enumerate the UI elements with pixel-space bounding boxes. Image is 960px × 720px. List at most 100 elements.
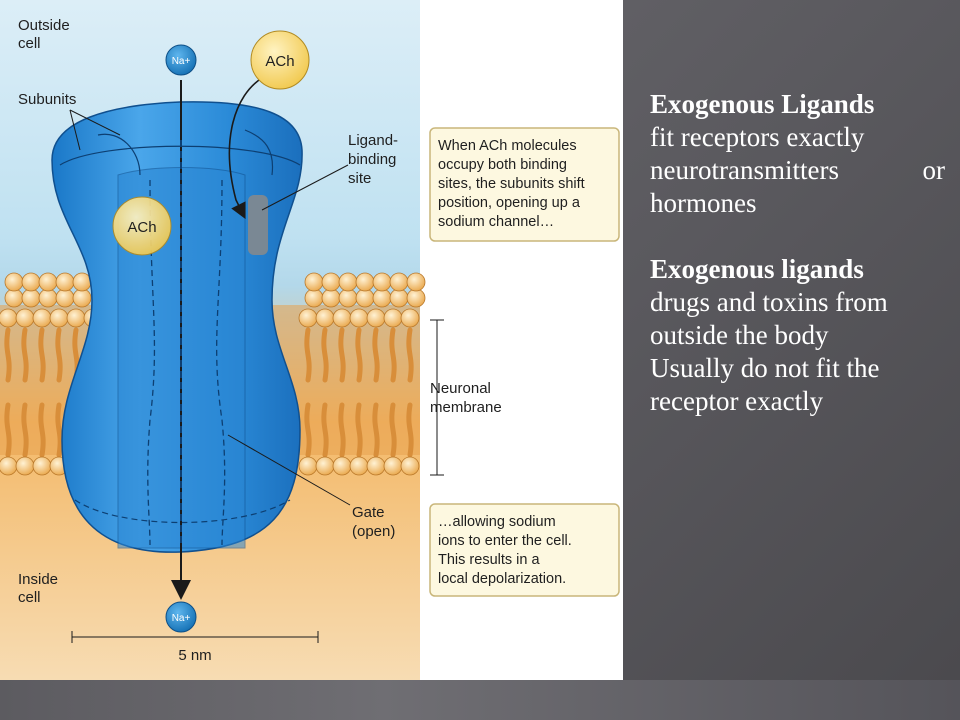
- lipid-tail: [4, 402, 12, 458]
- lipid-head: [366, 456, 386, 476]
- lipid-head: [49, 308, 69, 328]
- lipid-head: [315, 308, 335, 328]
- lipid-head: [355, 272, 375, 292]
- lipid-head: [0, 456, 18, 476]
- callout-line: occupy both binding: [438, 157, 567, 173]
- lipid-tail: [355, 402, 363, 458]
- lipid-head: [332, 308, 352, 328]
- word: or: [922, 155, 946, 185]
- lipid-head: [298, 456, 318, 476]
- callout-line: This results in a: [438, 552, 540, 568]
- lipid-head: [372, 288, 392, 308]
- lipid-tail: [21, 327, 29, 383]
- lipid-tail: [406, 327, 414, 383]
- lipid-head: [298, 308, 318, 328]
- paragraph-gap: [650, 220, 945, 253]
- lipid-tail: [338, 402, 346, 458]
- lipid-head: [406, 288, 426, 308]
- lipid-head: [321, 272, 341, 292]
- receptor-figure-panel: ACh ACh Na+ Na+ Outside cell Subunits Li…: [0, 0, 620, 680]
- gate-label-2: (open): [352, 523, 395, 540]
- outside-cell-label: Outside: [18, 17, 70, 34]
- lipid-tail: [372, 327, 380, 383]
- lipid-head: [72, 272, 92, 292]
- lipid-tail: [55, 327, 63, 383]
- lipid-head: [4, 272, 24, 292]
- inside-cell-label-2: cell: [18, 589, 41, 606]
- lipid-head: [32, 456, 52, 476]
- receptor-diagram: ACh ACh Na+ Na+ Outside cell Subunits Li…: [0, 0, 620, 680]
- ligand-binding-label: Ligand-: [348, 132, 398, 149]
- lipid-head: [349, 308, 369, 328]
- na-top-label: Na+: [172, 56, 191, 67]
- lipid-tail: [304, 402, 312, 458]
- lipid-tail: [372, 402, 380, 458]
- ach-molecule-bound: [112, 196, 172, 256]
- lipid-head: [332, 456, 352, 476]
- ach-bound-label: ACh: [127, 219, 156, 236]
- lipid-head: [4, 288, 24, 308]
- callout-top-box: [429, 127, 620, 242]
- ligand-binding-label-2: binding: [348, 151, 396, 168]
- lipid-head: [66, 308, 86, 328]
- lipid-head: [321, 288, 341, 308]
- callout-line: When ACh molecules: [438, 138, 577, 154]
- lipid-head: [55, 288, 75, 308]
- lipid-tail: [355, 327, 363, 383]
- lipid-head: [21, 288, 41, 308]
- exogenous-ligands-heading-2: Exogenous ligands: [650, 254, 864, 284]
- lipid-head: [349, 456, 369, 476]
- lipid-tail: [338, 327, 346, 383]
- callout-bottom-box: [429, 503, 620, 597]
- callout-line: position, opening up a: [438, 195, 581, 211]
- lipid-head: [355, 288, 375, 308]
- lipid-head: [32, 308, 52, 328]
- na-ion-bottom: [165, 601, 197, 633]
- lipid-tail: [321, 402, 329, 458]
- inside-cell-label: Inside: [18, 571, 58, 588]
- lipid-tail: [389, 402, 397, 458]
- lipid-head: [389, 272, 409, 292]
- text-line: Usually do not fit the: [650, 353, 880, 383]
- lipid-head: [315, 456, 335, 476]
- lipid-tail: [304, 327, 312, 383]
- lipid-head: [38, 272, 58, 292]
- lipid-head: [383, 456, 403, 476]
- lipid-tail: [4, 327, 12, 383]
- callout-line: sites, the subunits shift: [438, 176, 585, 192]
- lipid-head: [304, 272, 324, 292]
- text-line: receptor exactly: [650, 386, 824, 416]
- lipid-tail: [406, 402, 414, 458]
- text-panel: Exogenous Ligands fit receptors exactly …: [650, 88, 945, 418]
- receptor-channel: [51, 101, 303, 553]
- lipid-tail: [321, 327, 329, 383]
- lipid-tail: [21, 402, 29, 458]
- text-line: drugs and toxins from: [650, 287, 888, 317]
- lipid-tail: [55, 402, 63, 458]
- lipid-head: [400, 308, 420, 328]
- ach-molecule-free: [250, 30, 310, 90]
- callout-line: ions to enter the cell.: [438, 533, 572, 549]
- callout-line: local depolarization.: [438, 571, 566, 587]
- lipid-head: [366, 308, 386, 328]
- lipid-head: [15, 308, 35, 328]
- ach-binding-arrow: [228, 77, 263, 220]
- na-ion-top: [165, 44, 197, 76]
- lipid-head: [406, 272, 426, 292]
- lipid-tail: [38, 402, 46, 458]
- subunits-label: Subunits: [18, 91, 76, 108]
- na-bottom-label: Na+: [172, 613, 191, 624]
- callout-line: …allowing sodium: [438, 514, 556, 530]
- lipid-tail: [38, 327, 46, 383]
- text-line: fit receptors exactly: [650, 122, 865, 152]
- callout-line: sodium channel…: [438, 214, 554, 230]
- neuronal-membrane-label-2: membrane: [430, 399, 502, 416]
- text-line: outside the body: [650, 320, 829, 350]
- outside-cell-label-2: cell: [18, 35, 41, 52]
- lipid-head: [400, 456, 420, 476]
- text-line: hormones: [650, 188, 757, 218]
- word: neurotransmitters: [650, 155, 839, 185]
- lipid-tail: [389, 327, 397, 383]
- ach-top-label: ACh: [265, 53, 294, 70]
